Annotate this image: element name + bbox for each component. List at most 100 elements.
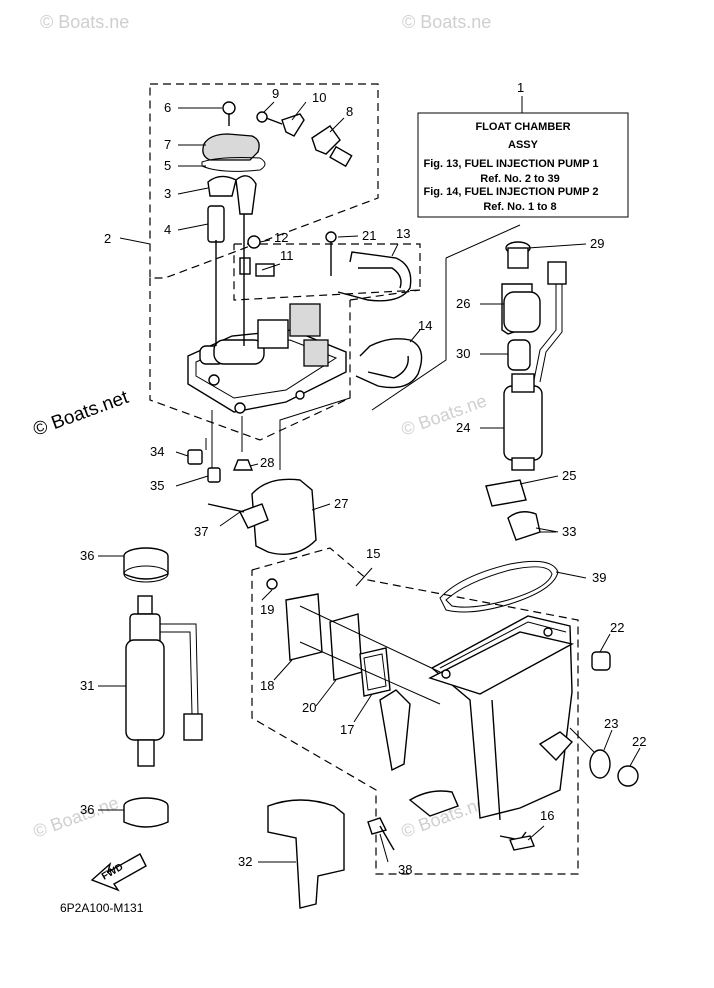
- fuel-pump-31: [123, 547, 203, 828]
- fwd-arrow: FWD: [90, 853, 147, 892]
- label-38: 38: [398, 862, 412, 877]
- label-1: 1: [517, 80, 524, 95]
- bracket-10-icon: [281, 113, 305, 137]
- plate-20-icon: [329, 613, 363, 681]
- screw-12-icon: [247, 235, 261, 249]
- leader-lines: [98, 101, 641, 863]
- part-labels: 2 3 4 5 6 7 8 9 10 11 12 13 14 15 16 17 …: [80, 86, 646, 877]
- bolt-35-icon: [207, 467, 221, 483]
- label-10: 10: [312, 90, 326, 105]
- label-33: 33: [562, 524, 576, 539]
- callout-line-6: Ref. No. 1 to 8: [483, 201, 556, 213]
- float-chamber-callout: 1 FLOAT CHAMBER ASSY Fig. 13, FUEL INJEC…: [417, 80, 629, 218]
- plate-7-icon: [202, 133, 260, 161]
- label-19: 19: [260, 602, 274, 617]
- fuel-pump-stack: [485, 241, 567, 541]
- callout-line-1: FLOAT CHAMBER: [475, 121, 570, 133]
- label-14: 14: [418, 318, 432, 333]
- bracket-32-icon: [267, 799, 345, 909]
- label-26: 26: [456, 296, 470, 311]
- label-5: 5: [164, 158, 171, 173]
- assembly-outlines: [149, 83, 579, 875]
- regulator-8-icon: [311, 125, 341, 155]
- label-11: 11: [280, 248, 294, 263]
- label-7: 7: [164, 137, 171, 152]
- label-31: 31: [80, 678, 94, 693]
- callout-line-5: Fig. 14, FUEL INJECTION PUMP 2: [423, 186, 598, 198]
- plates-group: [266, 578, 441, 705]
- vapor-separator-body: [187, 214, 347, 470]
- fitting-11-icon: [239, 257, 251, 275]
- connector-icon: [547, 261, 567, 285]
- label-34: 34: [150, 444, 164, 459]
- cover-27-icon: [251, 478, 317, 555]
- watermark-mid: © Boats.ne: [399, 390, 490, 439]
- upper-components: [201, 101, 423, 389]
- pump-24-icon: [503, 385, 543, 461]
- label-12: 12: [274, 230, 288, 245]
- grommet-22a-icon: [591, 651, 611, 671]
- callout-line-2: ASSY: [508, 139, 539, 151]
- label-22-bottom: 22: [632, 734, 646, 749]
- label-39: 39: [592, 570, 606, 585]
- grommet-30-icon: [507, 339, 531, 371]
- watermark-brand: © Boats.net: [31, 387, 132, 441]
- label-32: 32: [238, 854, 252, 869]
- label-36-top: 36: [80, 548, 94, 563]
- label-22-top: 22: [610, 620, 624, 635]
- right-side-parts: [569, 651, 639, 787]
- label-23: 23: [604, 716, 618, 731]
- sensor-25-icon: [485, 479, 527, 507]
- label-17: 17: [340, 722, 354, 737]
- fitting-28-icon: [232, 459, 254, 471]
- watermark-top-left: © Boats.ne: [40, 12, 129, 32]
- label-6: 6: [164, 100, 171, 115]
- label-36-bottom: 36: [80, 802, 94, 817]
- label-35: 35: [150, 478, 164, 493]
- label-29: 29: [590, 236, 604, 251]
- screw-9-icon: [256, 111, 268, 123]
- pin-37-icon: [207, 503, 245, 513]
- label-24: 24: [456, 420, 470, 435]
- drawing-code: 6P2A100-M131: [60, 901, 144, 915]
- pump-31-icon: [125, 639, 165, 741]
- gasket-5-icon: [201, 157, 266, 172]
- watermark-bottom-left: © Boats.ne: [31, 792, 122, 841]
- label-20: 20: [302, 700, 316, 715]
- watermark-top-right: © Boats.ne: [402, 12, 491, 32]
- callout-line-4: Ref. No. 2 to 39: [480, 173, 559, 185]
- clamp-33-icon: [507, 511, 541, 541]
- screw-6-icon: [222, 101, 236, 115]
- hose-14-icon: [355, 338, 423, 389]
- grommet-22b-icon: [617, 765, 639, 787]
- label-18: 18: [260, 678, 274, 693]
- label-28: 28: [260, 455, 274, 470]
- label-4: 4: [164, 222, 171, 237]
- label-16: 16: [540, 808, 554, 823]
- label-21: 21: [362, 228, 376, 243]
- damper-23-icon: [589, 749, 611, 779]
- plate-18-icon: [285, 593, 323, 661]
- bolt-34-icon: [187, 449, 203, 465]
- connector-31-icon: [183, 713, 203, 741]
- label-3: 3: [164, 186, 171, 201]
- small-fasteners: [187, 438, 254, 483]
- callout-line-3: Fig. 13, FUEL INJECTION PUMP 1: [423, 158, 598, 170]
- hose-13-icon: [337, 251, 412, 302]
- screw-21-icon: [325, 231, 337, 243]
- watermarks: © Boats.ne © Boats.ne © Boats.net © Boat…: [31, 12, 492, 842]
- cover-assembly: [207, 478, 317, 555]
- label-13: 13: [396, 226, 410, 241]
- label-9: 9: [272, 86, 279, 101]
- label-30: 30: [456, 346, 470, 361]
- label-8: 8: [346, 104, 353, 119]
- label-37: 37: [194, 524, 208, 539]
- clip-3-icon: [207, 175, 237, 197]
- label-2: 2: [104, 231, 111, 246]
- float-chamber-housing: [379, 615, 574, 841]
- label-27: 27: [334, 496, 348, 511]
- injector-4-icon: [207, 205, 225, 243]
- screw-19-icon: [266, 578, 278, 590]
- label-15: 15: [366, 546, 380, 561]
